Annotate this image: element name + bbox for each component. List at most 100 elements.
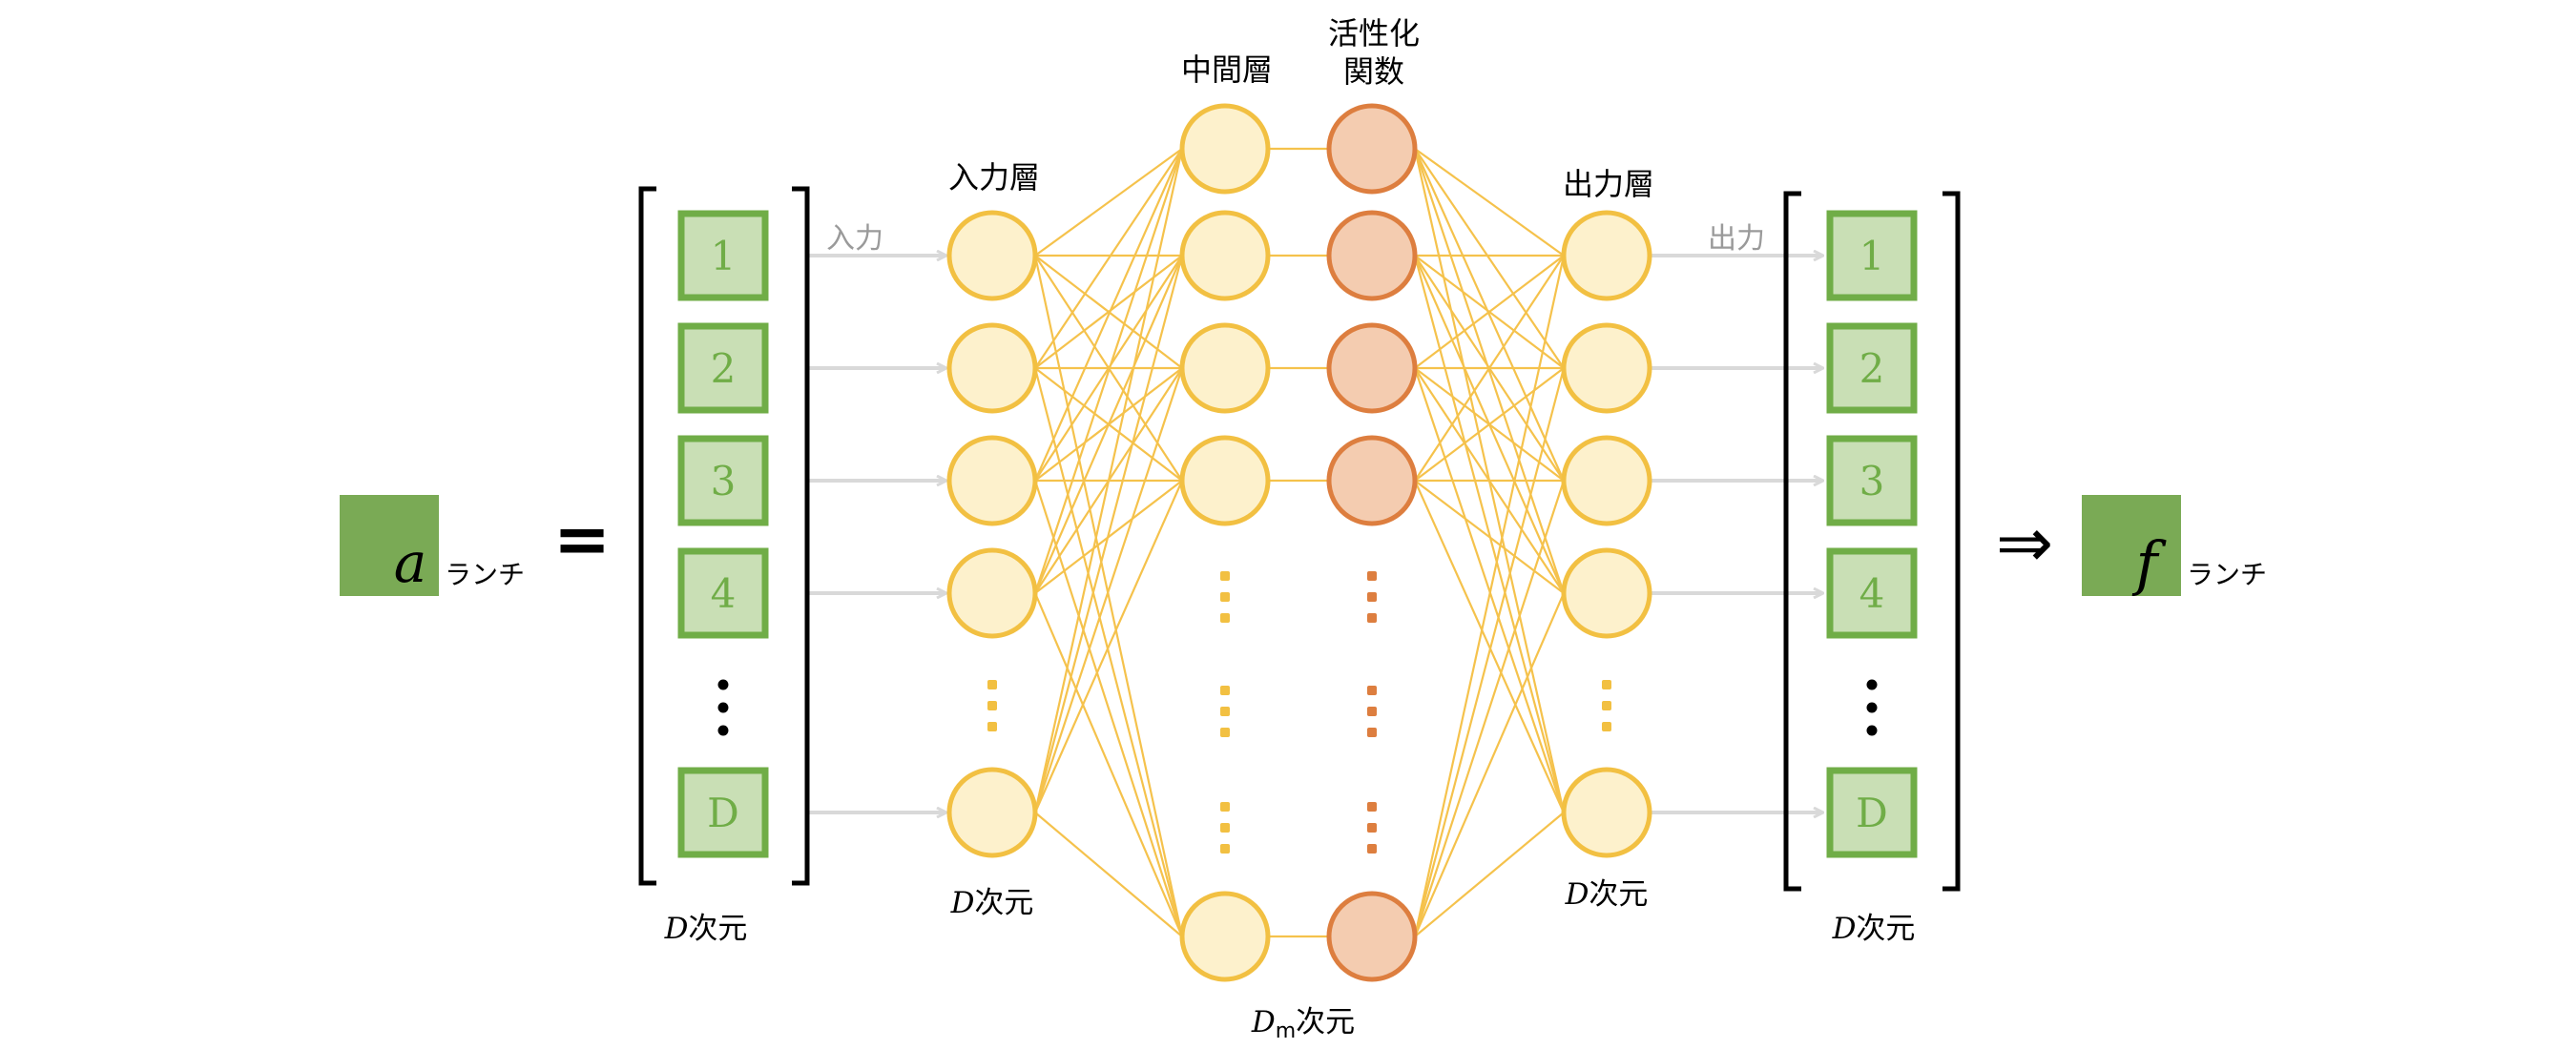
hidden-layer-dot-1 <box>1220 571 1230 581</box>
hidden-layer-dot-5 <box>1220 707 1230 716</box>
edge-input-4-hidden-1 <box>1033 148 1184 594</box>
output-node-3 <box>1561 435 1652 526</box>
right-symbol-box <box>2082 495 2181 596</box>
edge-activation-4-output-2 <box>1414 367 1565 482</box>
edge-input-1-hidden-5 <box>1033 255 1184 937</box>
input-node-1 <box>946 210 1038 301</box>
right-item-label-1: 1 <box>1859 233 1885 279</box>
left-item-box-2 <box>677 322 769 414</box>
network-nodes <box>946 103 1652 982</box>
right-item-label-5: D <box>1856 790 1888 836</box>
left-bracket-close <box>792 186 810 886</box>
right-item-box-1 <box>1826 210 1918 301</box>
activation-layer-dot-7 <box>1367 802 1377 812</box>
hidden-node-5 <box>1179 891 1271 982</box>
edge-activation-5-output-2 <box>1413 367 1566 937</box>
left-symbol: a <box>394 530 427 595</box>
activation-layer-dot-1 <box>1367 571 1377 581</box>
activation-layer-dot-3 <box>1367 613 1377 623</box>
right-item-label-4: 4 <box>1859 570 1885 617</box>
activation-node-1 <box>1326 103 1418 195</box>
hidden-layer-dot-8 <box>1220 823 1230 833</box>
input-node-4 <box>946 547 1038 639</box>
activation-layer-dot-2 <box>1367 592 1377 602</box>
edge-input-5-hidden-5 <box>1034 812 1183 937</box>
activation-layer-dot-6 <box>1367 728 1377 737</box>
edge-activation-4-output-5 <box>1413 480 1566 813</box>
edge-activation-5-output-4 <box>1413 592 1566 937</box>
double-right-arrow-icon: ⇒ <box>1996 503 2053 583</box>
input-layer-dot-2 <box>987 701 997 710</box>
output-node-4 <box>1561 547 1652 639</box>
activation-title-line1: 活性化 <box>1328 15 1420 51</box>
right-bracket-close <box>1942 191 1961 892</box>
hidden-node-1 <box>1179 103 1271 195</box>
output-layer-dimension: D次元 <box>1565 877 1649 912</box>
right-item-box-4 <box>1826 547 1918 639</box>
edge-input-2-hidden-2 <box>1034 255 1183 369</box>
edge-input-4-hidden-5 <box>1033 592 1184 937</box>
right-vector-items: 1 2 3 4D <box>1826 210 1918 858</box>
right-item-box-2 <box>1826 322 1918 414</box>
edge-input-5-hidden-3 <box>1033 367 1184 813</box>
edge-activation-4-output-4 <box>1414 480 1565 594</box>
edge-activation-5-output-5 <box>1414 812 1565 937</box>
left-item-label-2: 2 <box>711 345 737 392</box>
right-bracket-open <box>1783 191 1801 892</box>
edge-activation-4-output-1 <box>1414 255 1565 482</box>
activation-title-line2: 関数 <box>1343 53 1404 90</box>
right-item-box-3 <box>1826 435 1918 526</box>
right-symbol-subscript: ランチ <box>2187 559 2267 590</box>
edge-activation-3-output-1 <box>1414 255 1565 369</box>
right-vector-ellipsis <box>1866 679 1878 736</box>
edge-input-5-hidden-4 <box>1033 480 1184 813</box>
input-node-3 <box>946 435 1038 526</box>
activation-layer-dot-4 <box>1367 686 1377 695</box>
hidden-layer-dot-7 <box>1220 802 1230 812</box>
activation-node-5 <box>1326 891 1418 982</box>
input-node-5 <box>946 767 1038 858</box>
edge-activation-1-output-4 <box>1413 148 1566 594</box>
left-item-label-3: 3 <box>711 458 737 504</box>
output-layer-dot-1 <box>1602 680 1611 689</box>
right-item-label-3: 3 <box>1859 458 1885 504</box>
input-layer-dot-1 <box>987 680 997 689</box>
activation-layer-dot-8 <box>1367 823 1377 833</box>
left-item-box-5 <box>677 767 769 858</box>
left-item-box-1 <box>677 210 769 301</box>
edge-input-1-hidden-1 <box>1034 148 1183 257</box>
output-node-2 <box>1561 322 1652 414</box>
left-item-box-3 <box>677 435 769 526</box>
left-symbol-box <box>340 495 439 596</box>
hidden-layer-dot-4 <box>1220 686 1230 695</box>
input-layer-title: 入力層 <box>948 159 1040 195</box>
edge-input-5-hidden-2 <box>1033 255 1184 813</box>
output-layer-dot-3 <box>1602 722 1611 731</box>
edge-activation-5-output-3 <box>1413 480 1566 937</box>
hidden-node-4 <box>1179 435 1271 526</box>
right-item-label-2: 2 <box>1859 345 1885 392</box>
edge-input-2-hidden-1 <box>1034 148 1183 369</box>
left-item-label-5: D <box>707 790 739 836</box>
left-bracket-open <box>638 186 656 886</box>
edge-activation-1-output-3 <box>1413 148 1566 482</box>
input-layer-dimension: D次元 <box>950 886 1034 920</box>
edge-activation-1-output-2 <box>1414 148 1565 369</box>
edge-input-3-hidden-1 <box>1033 148 1184 482</box>
io-arrows <box>809 256 1822 812</box>
hidden-layer-dot-3 <box>1220 613 1230 623</box>
left-vector-dimension: D次元 <box>664 912 748 946</box>
input-node-2 <box>946 322 1038 414</box>
output-layer-title: 出力層 <box>1563 166 1654 202</box>
input-layer-dot-3 <box>987 722 997 731</box>
hidden-layer-dot-6 <box>1220 728 1230 737</box>
layer-ellipses <box>987 571 1611 854</box>
edge-activation-1-output-1 <box>1414 148 1565 257</box>
output-layer-dot-2 <box>1602 701 1611 710</box>
left-vector-ellipsis <box>717 679 729 736</box>
activation-node-4 <box>1326 435 1418 526</box>
edge-activation-5-output-1 <box>1413 255 1566 937</box>
edge-activation-2-output-5 <box>1413 255 1566 813</box>
